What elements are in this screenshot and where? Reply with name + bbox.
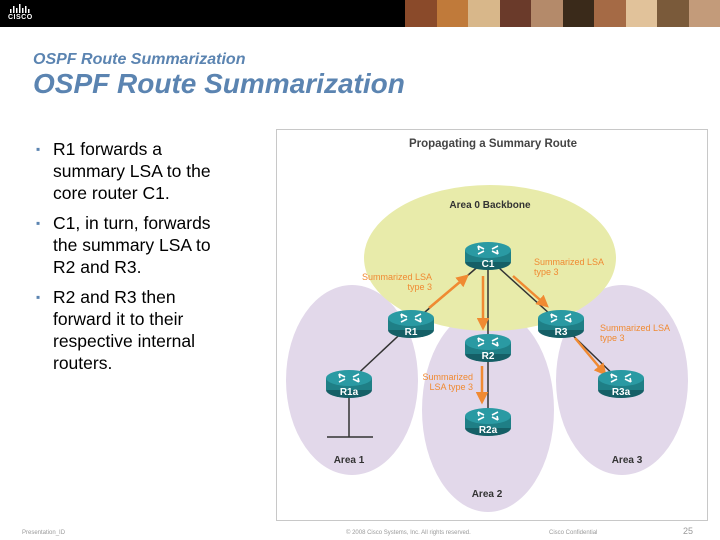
footer-copyright: © 2008 Cisco Systems, Inc. All rights re… [346,530,471,536]
router-r1a: R1a [325,369,373,399]
bullet-list: ▪ R1 forwards a summary LSA to the core r… [36,138,236,382]
router-r2a: R2a [464,407,512,437]
lsa-label-r2-line1: Summarized [422,372,473,382]
lsa-label-c1-line2: type 3 [534,267,559,277]
footer-presentation-id: Presentation_ID [22,530,66,536]
photo-tile [405,0,437,27]
bullet-item: ▪ R2 and R3 then forward it to their resp… [36,286,236,374]
cisco-logo-text: CISCO [8,14,33,21]
footer-confidential: Cisco Confidential [549,530,598,536]
router-r1-label: R1 [405,327,418,338]
bullet-item: ▪ C1, in turn, forwards the summary LSA t… [36,212,236,278]
photo-tile [625,0,657,27]
router-r3a-label: R3a [612,387,631,398]
bullet-text: C1, in turn, forwards the summary LSA to… [53,213,211,277]
lsa-labels: Summarized LSA type 3 Summarized LSA typ… [362,257,670,392]
bullet-square-icon: ▪ [36,142,41,156]
bullet-square-icon: ▪ [36,216,41,230]
bullet-text: R1 forwards a summary LSA to the core ro… [53,139,211,203]
lsa-arrows [428,274,607,405]
router-c1-label: C1 [482,259,495,270]
page-number: 25 [683,526,694,536]
photo-tile [531,0,563,27]
bullet-item: ▪ R1 forwards a summary LSA to the core r… [36,138,236,204]
bullet-text: R2 and R3 then forward it to their respe… [53,287,196,373]
router-r3a: R3a [597,369,645,399]
lsa-label-r3-line2: type 3 [600,333,625,343]
router-r2-label: R2 [482,351,495,362]
area-1-label: Area 1 [334,455,365,466]
lsa-label-r3-line1: Summarized LSA [600,323,670,333]
photo-strip [405,0,720,27]
ospf-diagram: Propagating a Summary Route Area 0 Backb… [276,129,708,521]
cisco-logo [10,4,30,13]
area-3-label: Area 3 [612,455,643,466]
photo-tile [562,0,594,27]
photo-tile [468,0,500,27]
router-r1a-label: R1a [340,387,359,398]
router-c1: C1 [464,241,512,271]
bullet-square-icon: ▪ [36,290,41,304]
slide-subtitle: OSPF Route Summarization [33,51,246,68]
router-r3: R3 [537,309,585,339]
diagram-title: Propagating a Summary Route [409,138,577,150]
lsa-label-r1-line2: type 3 [407,282,432,292]
area-2-label: Area 2 [472,489,503,500]
backbone-label: Area 0 Backbone [449,200,531,211]
diagram-canvas: Propagating a Summary Route Area 0 Backb… [286,138,688,512]
router-r1: R1 [387,309,435,339]
slide-title: OSPF Route Summarization [33,68,405,99]
router-r3-label: R3 [555,327,568,338]
lsa-label-r2-line2: LSA type 3 [429,382,473,392]
photo-tile [657,0,689,27]
photo-tile [436,0,468,27]
lsa-label-r1-line1: Summarized LSA [362,272,432,282]
photo-tile [688,0,720,27]
router-r2a-label: R2a [479,425,498,436]
lsa-label-c1-line1: Summarized LSA [534,257,604,267]
photo-tile [499,0,531,27]
router-r2: R2 [464,333,512,363]
top-banner: CISCO [0,0,720,27]
photo-tile [594,0,626,27]
